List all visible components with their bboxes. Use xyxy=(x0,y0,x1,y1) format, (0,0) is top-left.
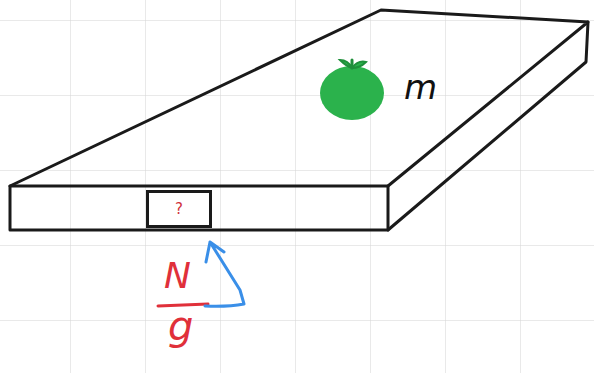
pointer-arrow xyxy=(205,242,244,306)
node-text: ? xyxy=(175,200,183,218)
fraction-denominator: g xyxy=(168,306,193,346)
slab-side-face xyxy=(388,22,588,230)
slab-front-face xyxy=(10,186,388,230)
mass-label: m xyxy=(404,70,437,104)
fraction-numerator: N xyxy=(164,258,191,294)
unknown-box: ? xyxy=(146,190,212,228)
apple-icon xyxy=(320,60,384,120)
slab-top-face xyxy=(10,10,588,186)
